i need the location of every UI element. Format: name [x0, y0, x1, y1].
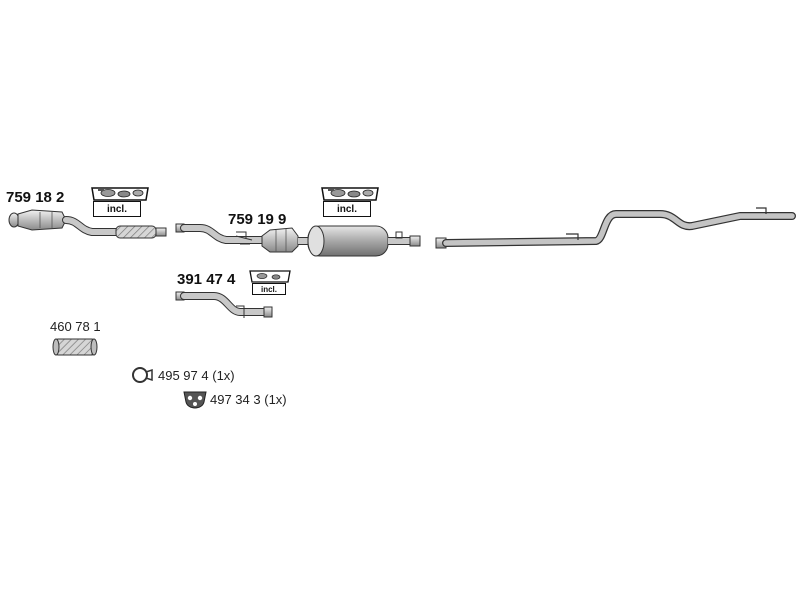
accessory-label: 497 34 3 (1x) [210, 392, 287, 407]
rear-pipe-drawing[interactable] [435, 207, 796, 249]
part-number-label: 391 47 4 [177, 271, 236, 288]
part-number-label: 759 18 2 [6, 189, 65, 206]
gasket-kit-icon [249, 270, 291, 283]
gasket-kit-icon [321, 187, 379, 201]
gasket-kit-icon [91, 187, 149, 201]
incl-badge: incl. [252, 283, 286, 295]
flex-pipe-drawing[interactable] [52, 338, 98, 356]
incl-badge: incl. [93, 201, 141, 217]
middle-catalyst-silencer-drawing[interactable] [175, 223, 421, 257]
accessory-qty: (1x) [212, 368, 235, 383]
rubber-mount-icon[interactable] [183, 391, 207, 409]
accessory-qty: (1x) [264, 392, 287, 407]
front-pipe-catalyst-drawing[interactable] [8, 209, 167, 239]
accessory-number: 497 34 3 [210, 392, 261, 407]
accessory-number: 495 97 4 [158, 368, 209, 383]
incl-badge: incl. [323, 201, 371, 217]
part-number-label: 759 19 9 [228, 211, 287, 228]
intermediate-pipe-drawing[interactable] [175, 291, 273, 318]
clamp-ring-icon[interactable] [132, 367, 153, 383]
part-number-label: 460 78 1 [50, 319, 101, 334]
accessory-label: 495 97 4 (1x) [158, 368, 235, 383]
